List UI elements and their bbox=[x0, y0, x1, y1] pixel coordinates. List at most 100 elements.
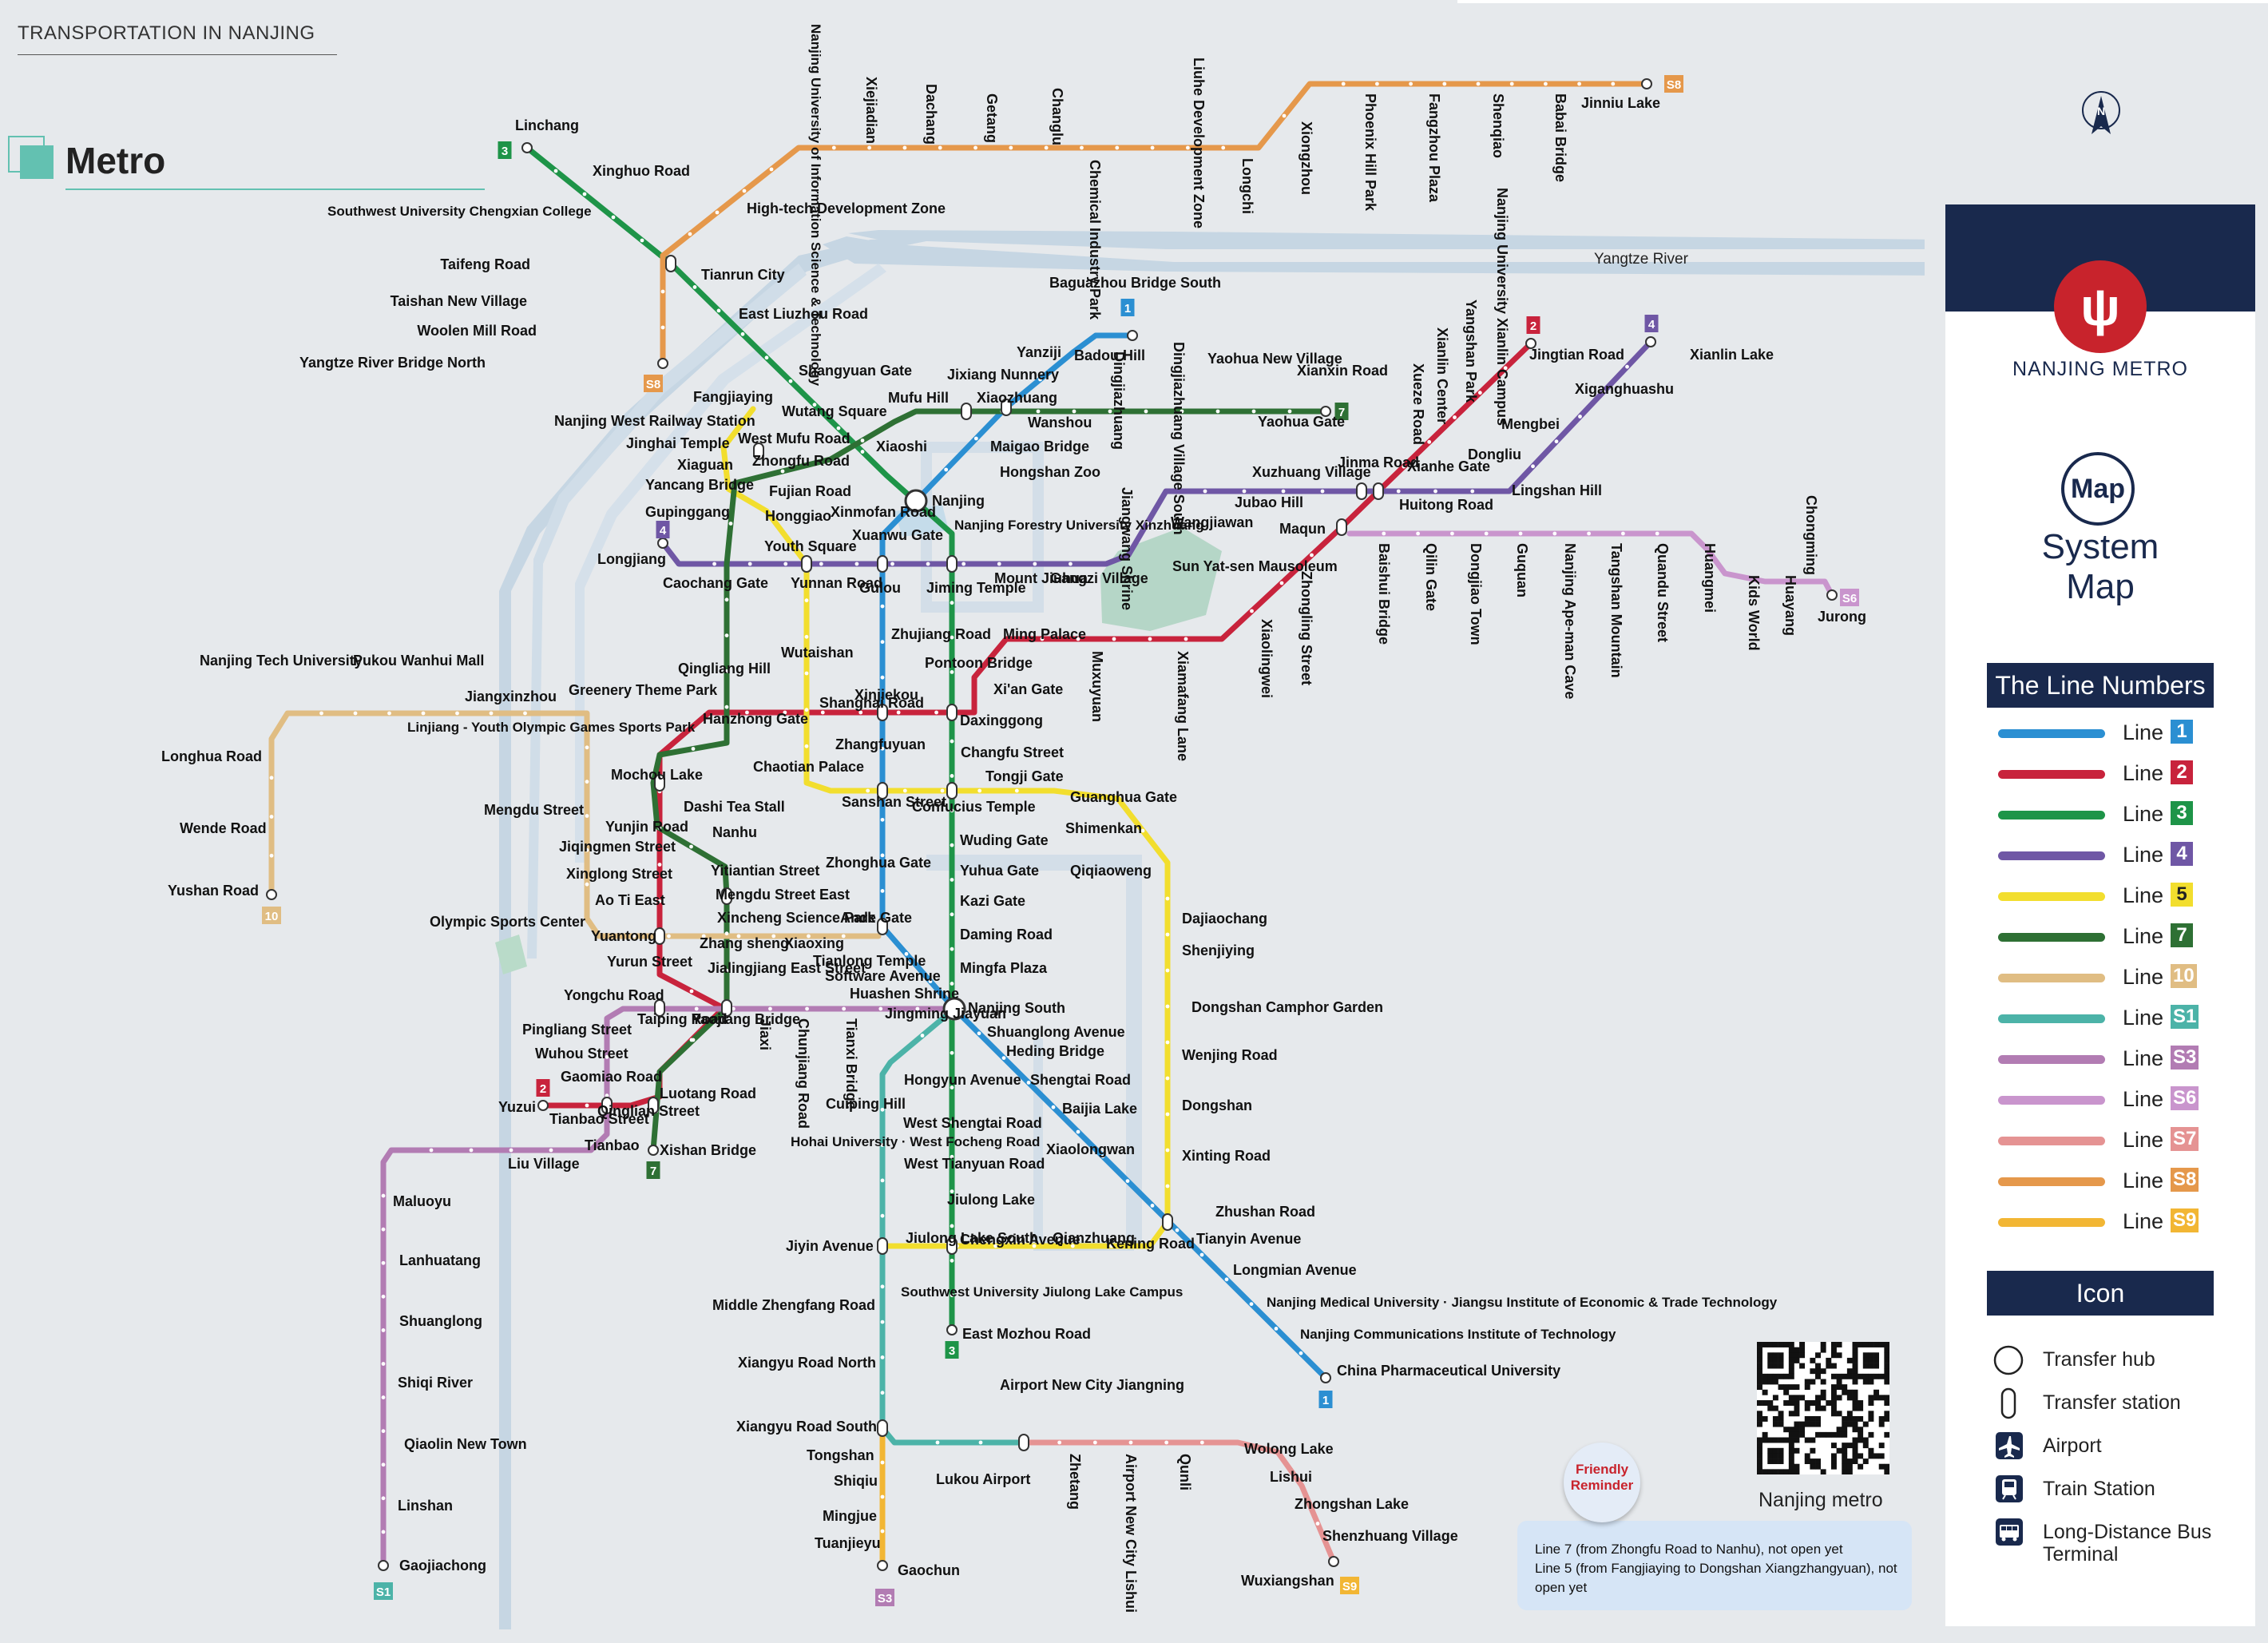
station-dot[interactable] bbox=[805, 1006, 809, 1011]
station-label[interactable]: Yancang Bridge bbox=[645, 477, 754, 493]
station-dot[interactable] bbox=[585, 1103, 589, 1108]
station-dot[interactable] bbox=[950, 982, 954, 986]
transfer-station-marker[interactable] bbox=[946, 555, 958, 573]
station-dot[interactable] bbox=[1076, 1129, 1080, 1134]
transfer-station-marker[interactable] bbox=[1162, 1213, 1173, 1231]
station-dot[interactable] bbox=[660, 325, 665, 330]
station-dot[interactable] bbox=[381, 1227, 386, 1232]
station-dot[interactable] bbox=[950, 1120, 954, 1125]
station-label[interactable]: Qunli bbox=[1177, 1454, 1193, 1490]
station-label[interactable]: Guquan bbox=[1514, 543, 1530, 597]
station-dot[interactable] bbox=[1165, 1040, 1170, 1045]
station-label[interactable]: Chongming bbox=[1803, 495, 1819, 575]
station-dot[interactable] bbox=[807, 934, 811, 939]
station-label[interactable]: Dingjiazhuang bbox=[1111, 351, 1127, 450]
terminal-station-marker[interactable] bbox=[1645, 336, 1656, 347]
station-dot[interactable] bbox=[724, 633, 729, 637]
station-label[interactable]: Heding Bridge bbox=[1006, 1043, 1104, 1059]
station-label[interactable]: Jiulong Lake bbox=[947, 1192, 1035, 1208]
station-label[interactable]: Gaomiao Road bbox=[561, 1069, 662, 1085]
station-dot[interactable] bbox=[950, 1293, 954, 1298]
station-dot[interactable] bbox=[689, 844, 693, 849]
station-dot[interactable] bbox=[1144, 409, 1148, 414]
station-label[interactable]: Tianbao bbox=[585, 1137, 640, 1153]
station-dot[interactable] bbox=[915, 1006, 920, 1011]
station-label[interactable]: Jiyin Avenue bbox=[786, 1238, 874, 1254]
station-dot[interactable] bbox=[724, 968, 729, 973]
station-label[interactable]: Hanzhong Gate bbox=[703, 711, 808, 727]
station-dot[interactable] bbox=[950, 843, 954, 847]
station-dot[interactable] bbox=[880, 1391, 885, 1395]
station-dot[interactable] bbox=[973, 436, 978, 441]
station-dot[interactable] bbox=[353, 711, 358, 716]
station-label[interactable]: Jingtian Road bbox=[1529, 347, 1624, 363]
station-dot[interactable] bbox=[1001, 1056, 1006, 1060]
station-label[interactable]: Wenjing Road bbox=[1182, 1047, 1278, 1063]
station-dot[interactable] bbox=[950, 912, 954, 917]
station-label[interactable]: Daming Road bbox=[960, 927, 1053, 943]
station-label[interactable]: Shuanglong bbox=[399, 1313, 482, 1329]
station-dot[interactable] bbox=[632, 934, 636, 939]
station-label[interactable]: Yushan Road bbox=[168, 883, 259, 899]
station-dot[interactable] bbox=[812, 403, 817, 407]
station-label[interactable]: East Liuzhou Road bbox=[739, 306, 868, 322]
station-label[interactable]: Kening Road bbox=[1106, 1236, 1195, 1252]
terminal-station-marker[interactable] bbox=[648, 1145, 659, 1156]
station-label[interactable]: Babai Bridge bbox=[1552, 93, 1568, 182]
station-label[interactable]: Longjiang bbox=[597, 551, 666, 567]
station-label[interactable]: Xi'an Gate bbox=[993, 681, 1063, 697]
station-label[interactable]: Xianxin Road bbox=[1297, 363, 1388, 379]
station-dot[interactable] bbox=[1185, 145, 1190, 150]
station-dot[interactable] bbox=[660, 289, 665, 294]
station-label[interactable]: Maqun bbox=[1279, 521, 1326, 537]
station-label[interactable]: Nanjing Forestry University Xinzhuang bbox=[954, 518, 1204, 533]
station-label[interactable]: Mengdu Street bbox=[484, 802, 584, 818]
station-dot[interactable] bbox=[724, 597, 729, 602]
station-dot[interactable] bbox=[1274, 1327, 1279, 1331]
station-label[interactable]: Zhongfu Road bbox=[752, 453, 850, 469]
station-label[interactable]: Yaohua New Village bbox=[1207, 351, 1342, 367]
station-label[interactable]: Lukou Airport bbox=[936, 1471, 1030, 1487]
station-dot[interactable] bbox=[381, 1462, 386, 1467]
station-dot[interactable] bbox=[902, 145, 907, 150]
terminal-station-marker[interactable] bbox=[657, 538, 668, 549]
station-dot[interactable] bbox=[269, 815, 274, 819]
station-label[interactable]: Dachang bbox=[923, 84, 939, 145]
station-dot[interactable] bbox=[1051, 1105, 1056, 1109]
terminal-station-marker[interactable] bbox=[877, 1560, 888, 1571]
station-label[interactable]: Baijia Lake bbox=[1062, 1101, 1137, 1117]
station-label[interactable]: Yangshan Park bbox=[1463, 300, 1479, 403]
station-dot[interactable] bbox=[747, 562, 752, 566]
station-dot[interactable] bbox=[657, 899, 662, 903]
station-dot[interactable] bbox=[880, 1284, 885, 1289]
station-label[interactable]: Tianxi Bridge bbox=[843, 1018, 859, 1109]
station-label[interactable]: Linshan bbox=[398, 1498, 453, 1514]
station-dot[interactable] bbox=[880, 853, 885, 858]
station-dot[interactable] bbox=[950, 1050, 954, 1055]
station-dot[interactable] bbox=[1453, 415, 1457, 419]
station-dot[interactable] bbox=[1655, 531, 1659, 536]
station-label[interactable]: Nanjing Tech University bbox=[200, 653, 363, 669]
station-label[interactable]: Jinghai Temple bbox=[626, 435, 730, 451]
station-dot[interactable] bbox=[1150, 145, 1155, 150]
station-label[interactable]: Qilin Gate bbox=[1423, 543, 1439, 611]
station-dot[interactable] bbox=[691, 1038, 696, 1042]
station-dot[interactable] bbox=[1184, 637, 1188, 641]
station-dot[interactable] bbox=[455, 711, 459, 716]
station-label[interactable]: Mochou Lake bbox=[611, 767, 703, 783]
transfer-station-marker[interactable] bbox=[654, 999, 665, 1017]
station-label[interactable]: Xuanwu Gate bbox=[852, 527, 943, 543]
station-dot[interactable] bbox=[950, 1258, 954, 1263]
station-label[interactable]: Wanshou bbox=[1028, 415, 1092, 431]
station-label[interactable]: Huitong Road bbox=[1399, 497, 1493, 513]
station-dot[interactable] bbox=[1611, 81, 1616, 86]
station-dot[interactable] bbox=[381, 1362, 386, 1366]
station-dot[interactable] bbox=[742, 189, 747, 193]
terminal-station-marker[interactable] bbox=[657, 358, 668, 369]
station-label[interactable]: Qinglian Street bbox=[597, 1103, 700, 1119]
station-dot[interactable] bbox=[469, 1148, 474, 1153]
station-dot[interactable] bbox=[1279, 581, 1284, 585]
station-dot[interactable] bbox=[688, 232, 692, 236]
station-dot[interactable] bbox=[764, 355, 769, 360]
station-label[interactable]: Huayang bbox=[1782, 575, 1798, 636]
